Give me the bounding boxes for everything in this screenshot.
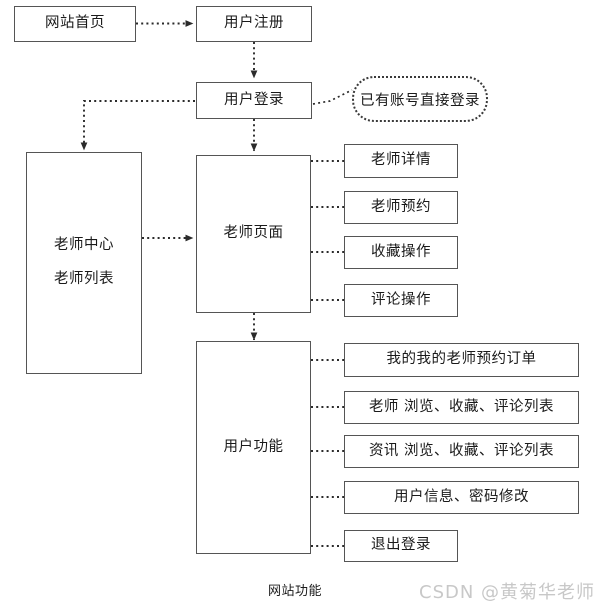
node-teacher-action-0[interactable]: 老师详情 xyxy=(344,144,458,178)
node-teacher-center[interactable]: 老师中心 老师列表 xyxy=(26,152,142,374)
callout-existing-account-login-label: 已有账号直接登录 xyxy=(360,92,480,109)
node-teacher-action-2[interactable]: 收藏操作 xyxy=(344,236,458,269)
diagram-caption: 网站功能 xyxy=(268,584,323,599)
node-user-function-2-label: 资讯 浏览、收藏、评论列表 xyxy=(368,442,555,459)
node-teacher-center-label-line1: 老师中心 xyxy=(54,237,114,254)
node-user-register-label: 用户注册 xyxy=(224,15,284,32)
node-website-home[interactable]: 网站首页 xyxy=(14,6,136,42)
watermark: CSDN @黄菊华老师 xyxy=(419,582,596,603)
node-teacher-action-1-label: 老师预约 xyxy=(371,198,431,215)
node-user-function-1-label: 老师 浏览、收藏、评论列表 xyxy=(368,398,555,415)
node-teacher-action-1[interactable]: 老师预约 xyxy=(344,191,458,224)
node-user-function-2[interactable]: 资讯 浏览、收藏、评论列表 xyxy=(344,435,579,468)
node-teacher-page[interactable]: 老师页面 xyxy=(196,155,311,313)
node-user-function-3-label: 用户信息、密码修改 xyxy=(394,488,529,505)
node-user-login[interactable]: 用户登录 xyxy=(196,82,312,119)
node-user-register[interactable]: 用户注册 xyxy=(196,6,312,42)
edge-login-to-teacher-center xyxy=(80,100,195,151)
node-teacher-action-3-label: 评论操作 xyxy=(371,291,431,308)
node-user-functions[interactable]: 用户功能 xyxy=(196,341,311,554)
callout-existing-account-login: 已有账号直接登录 xyxy=(352,76,488,122)
node-user-login-label: 用户登录 xyxy=(224,91,284,108)
node-teacher-page-label: 老师页面 xyxy=(223,225,284,242)
node-teacher-action-0-label: 老师详情 xyxy=(371,152,431,169)
edge-login-to-note xyxy=(312,89,353,105)
node-user-function-1[interactable]: 老师 浏览、收藏、评论列表 xyxy=(344,391,579,424)
node-user-function-3[interactable]: 用户信息、密码修改 xyxy=(344,481,579,514)
node-user-function-0[interactable]: 我的我的老师预约订单 xyxy=(344,343,579,377)
node-user-function-0-label: 我的我的老师预约订单 xyxy=(386,351,537,368)
node-website-home-label: 网站首页 xyxy=(45,15,105,32)
node-user-function-4[interactable]: 退出登录 xyxy=(344,530,458,562)
node-user-function-4-label: 退出登录 xyxy=(371,537,431,554)
node-teacher-action-2-label: 收藏操作 xyxy=(371,243,431,260)
node-user-functions-label: 用户功能 xyxy=(223,438,284,455)
node-teacher-action-3[interactable]: 评论操作 xyxy=(344,284,458,317)
node-teacher-center-label-line2: 老师列表 xyxy=(54,271,114,287)
